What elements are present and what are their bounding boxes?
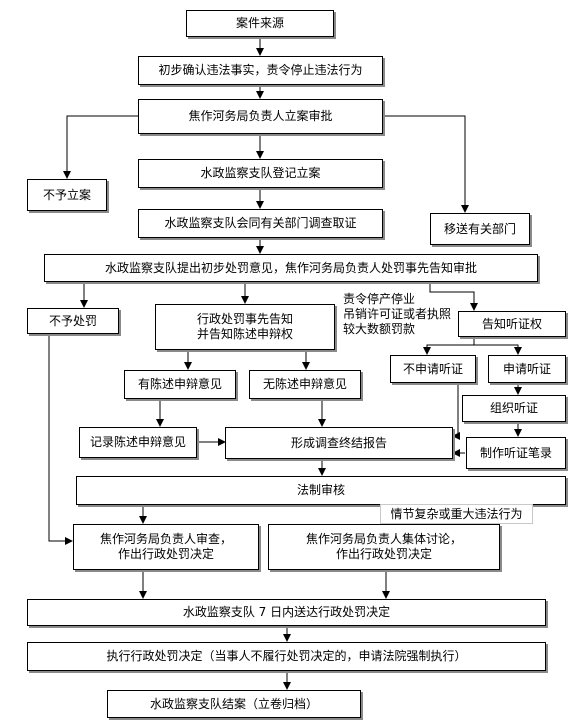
node-initial-confirm: 初步确认违法事实，责令停止违法行为 — [138, 56, 383, 85]
node-hearing-request: 申请听证 — [488, 355, 566, 383]
node-execute-decision: 执行行政处罚决定（当事人不履行处罚决定的，申请法院强制执行） — [27, 642, 546, 671]
node-investigate: 水政监察支队会同有关部门调查取证 — [138, 209, 383, 238]
arrow-norequest-to-report — [452, 383, 460, 440]
node-hearing-notice: 告知听证权 — [458, 311, 566, 337]
node-final-report: 形成调查终结报告 — [225, 427, 453, 459]
node-hearing-record: 制作听证笔录 — [466, 437, 566, 469]
node-register: 水政监察支队登记立案 — [138, 159, 383, 188]
node-organize-hearing: 组织听证 — [462, 395, 566, 422]
node-individual-decision: 焦作河务局负责人审查， 作出行政处罚决定 — [73, 524, 259, 570]
label-hearing-conditions: 责令停产停业 吊销许可证或者执照 较大数额罚款 — [343, 292, 452, 336]
node-bureau-approval: 焦作河务局负责人立案审批 — [138, 99, 383, 134]
arrow-opinion-to-hearingnotice — [429, 282, 478, 311]
node-deliver-decision: 水政监察支队 7 日内送达行政处罚决定 — [27, 599, 546, 626]
arrow-approval-to-nocase — [63, 115, 138, 179]
node-no-penalty: 不予处罚 — [27, 308, 119, 334]
arrow-approval-to-transfer — [383, 115, 469, 213]
node-collective-decision: 焦作河务局负责人集体讨论， 作出行政处罚决定 — [268, 524, 500, 570]
node-close-case: 水政监察支队结案（立卷归档） — [107, 690, 361, 718]
node-transfer: 移送有关部门 — [430, 213, 530, 245]
node-legal-review: 法制审核 — [76, 476, 566, 505]
node-has-statement: 有陈述申辩意见 — [124, 370, 236, 399]
node-no-statement: 无陈述申辩意见 — [249, 370, 361, 399]
node-no-hearing-request: 不申请听证 — [390, 355, 476, 383]
arrow-hearingnotice-to-request — [473, 337, 522, 355]
node-complex-case: 情节复杂或重大违法行为 — [380, 504, 533, 524]
node-initial-opinion: 水政监察支队提出初步处罚意见，焦作河务局负责人处罚事先告知审批 — [44, 254, 538, 282]
node-record-statement: 记录陈述申辩意见 — [79, 427, 197, 458]
node-case-source: 案件来源 — [186, 10, 334, 37]
arrow-nopenalty-to-individual — [48, 334, 73, 545]
arrow-hearingnotice-to-norequest — [423, 337, 475, 355]
node-prior-notice: 行政处罚事先告知 并告知陈述申辩权 — [155, 304, 335, 350]
node-no-case: 不予立案 — [27, 179, 107, 211]
